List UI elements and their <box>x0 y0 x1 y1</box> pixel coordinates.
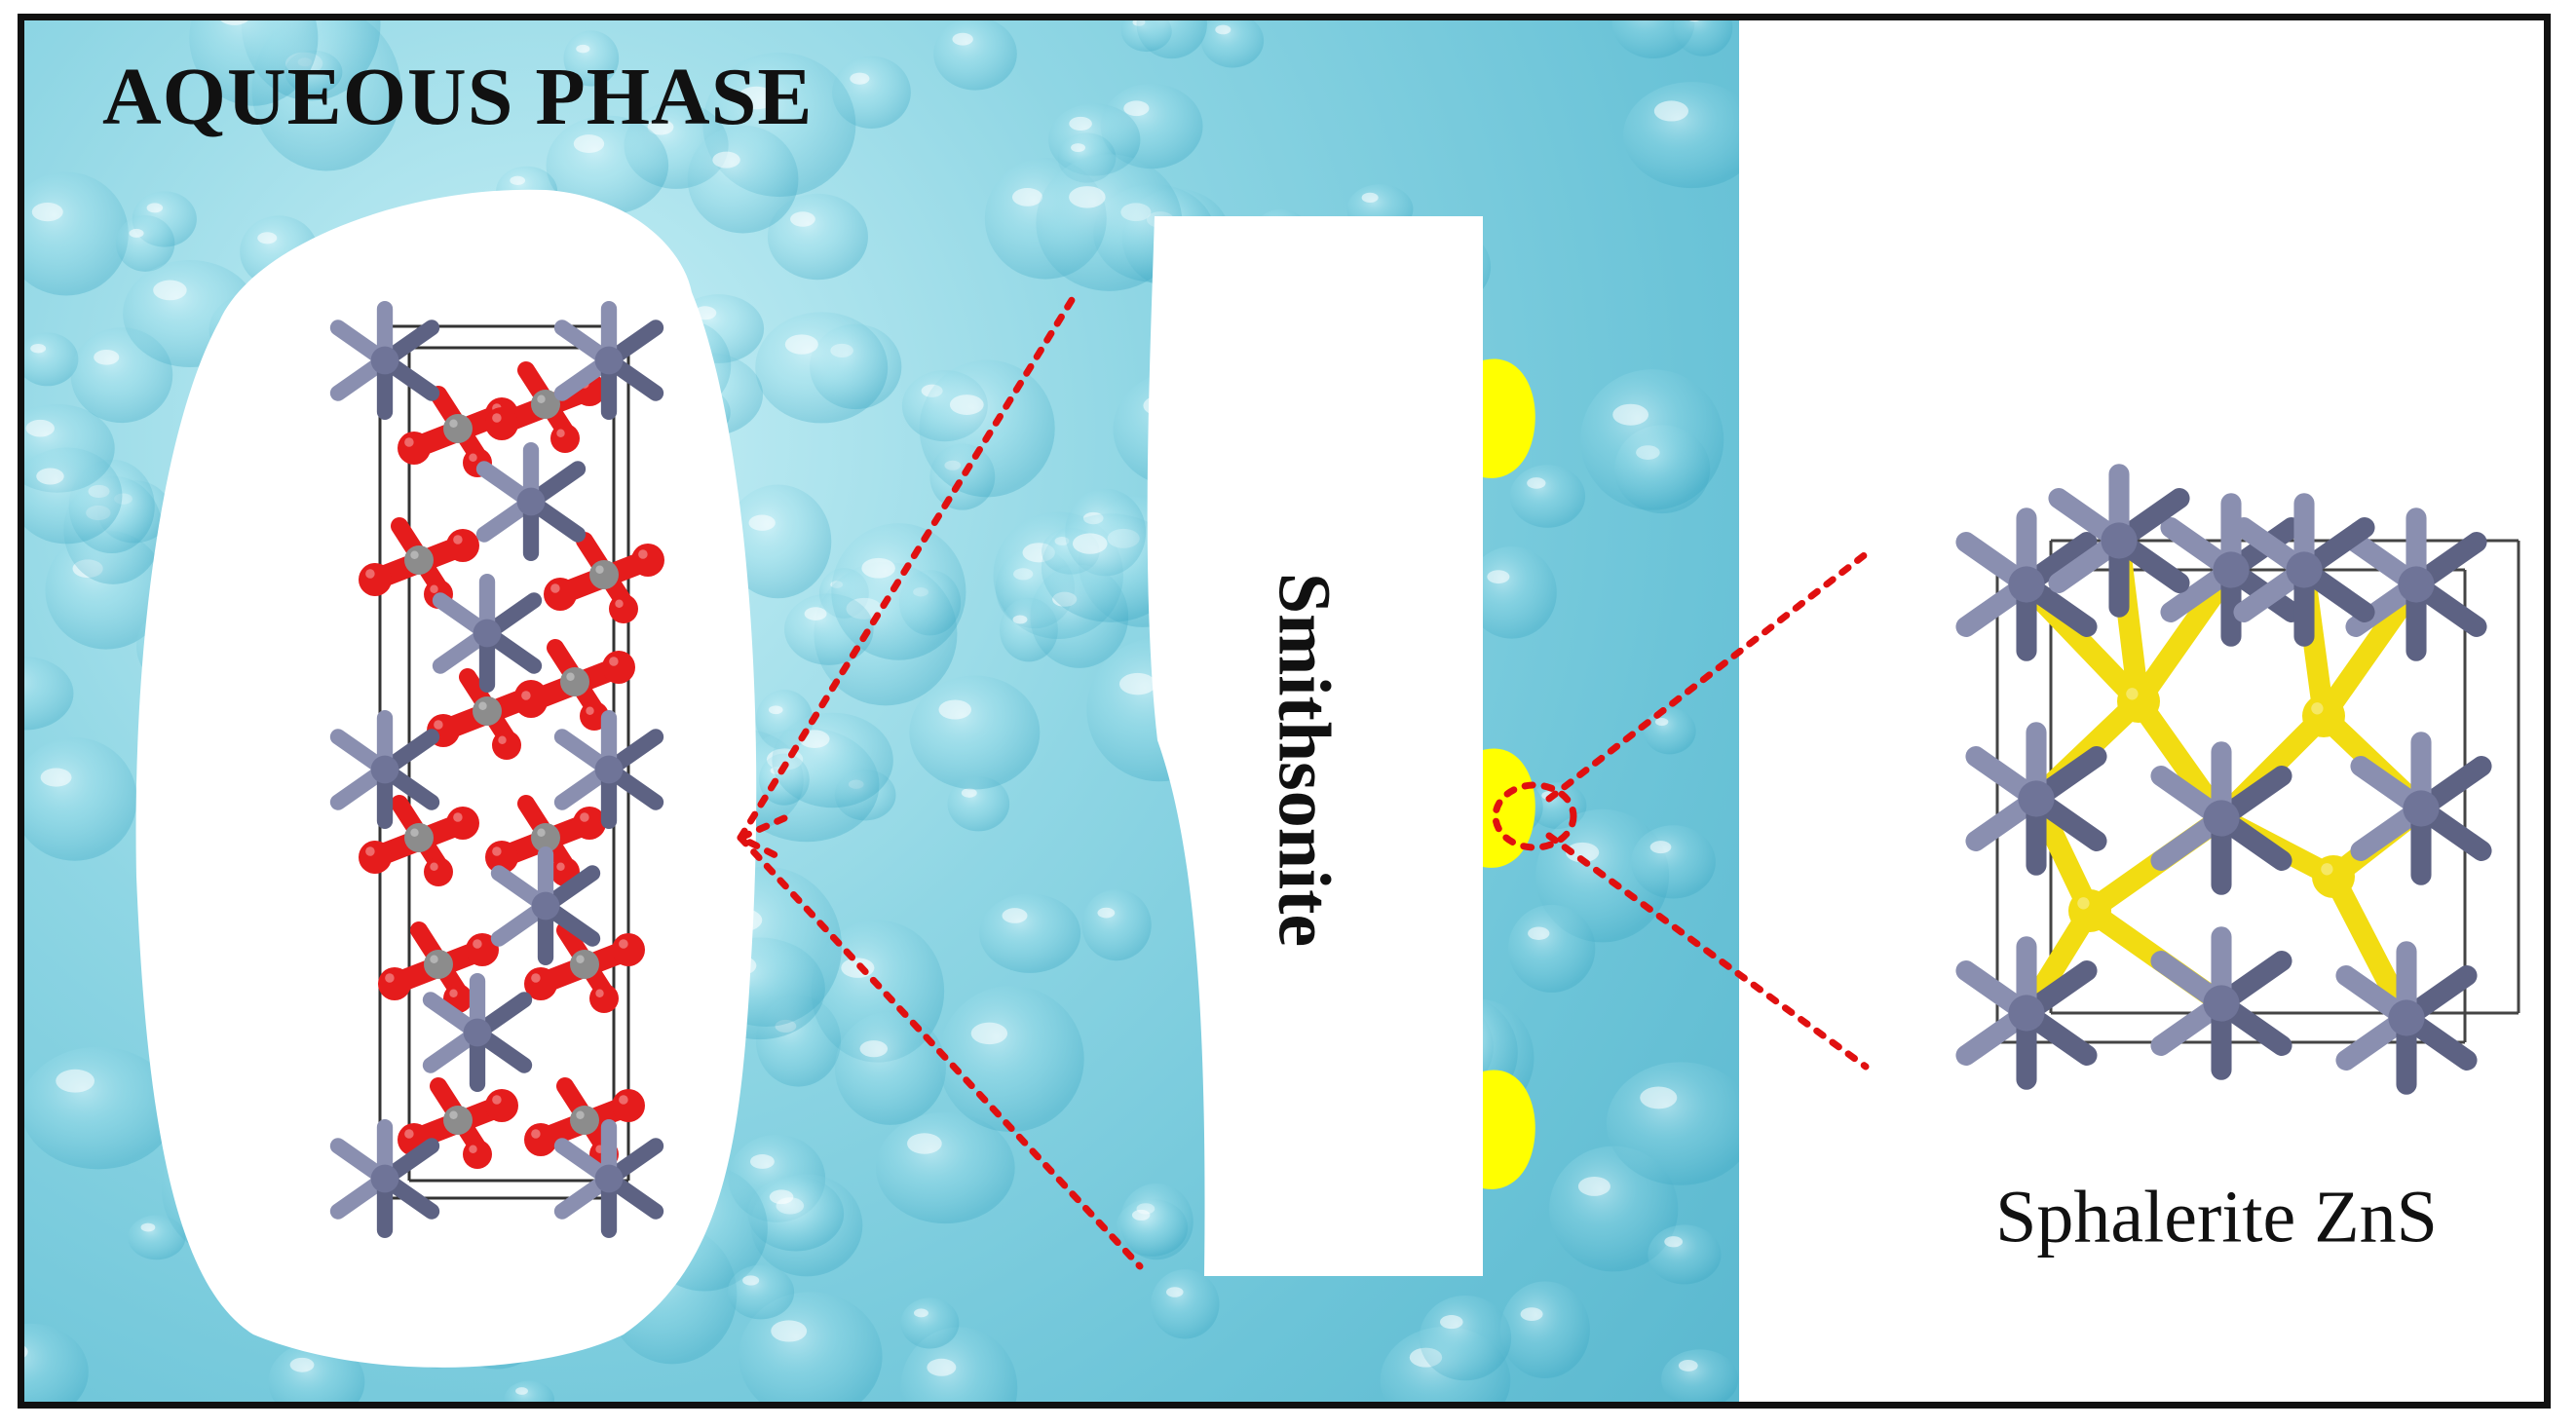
sulfide-patch-bottom <box>1483 1070 1535 1189</box>
o-atom <box>359 841 392 874</box>
o-atom <box>612 933 645 966</box>
c-atom <box>531 823 560 852</box>
zn-atom <box>2345 507 2487 661</box>
zoom-connectors <box>732 288 1875 1270</box>
aqueous-phase-title: AQUEOUS PHASE <box>102 52 814 142</box>
o-atom <box>524 1123 557 1156</box>
o-atom <box>492 731 521 760</box>
o-atom <box>424 857 453 886</box>
o-atom <box>463 1140 492 1169</box>
zn-atom <box>1965 722 2107 876</box>
sulfide-patch-middle <box>1483 748 1535 868</box>
c-atom <box>473 696 502 726</box>
c-atom <box>560 667 589 696</box>
o-atom <box>550 424 580 453</box>
sphalerite-unit-cell <box>1955 464 2520 1095</box>
o-atom <box>485 407 518 440</box>
zn-atom <box>2150 741 2292 895</box>
zn-atom <box>1955 936 2098 1090</box>
connector-left-bracket <box>732 814 788 861</box>
o-atom <box>589 984 619 1013</box>
s-atom <box>2302 695 2345 737</box>
c-atom <box>589 560 619 589</box>
zn-atom <box>553 301 664 420</box>
o-atom <box>398 432 431 465</box>
zn-atom <box>329 710 440 829</box>
zn-atom <box>2335 941 2478 1095</box>
zn-atom <box>1955 507 2098 661</box>
o-atom <box>446 529 479 562</box>
o-atom <box>359 563 392 596</box>
c-atom <box>570 950 599 979</box>
c-atom <box>404 823 434 852</box>
o-atom <box>612 1089 645 1122</box>
smithsonite-cell-blob <box>135 189 757 1368</box>
zn-atom <box>553 710 664 829</box>
s-atom <box>2117 680 2160 723</box>
o-atom <box>573 807 606 840</box>
s-atom <box>2068 889 2111 932</box>
zn-atom <box>2150 926 2292 1080</box>
sphalerite-label: Sphalerite ZnS <box>1995 1176 2438 1259</box>
sulfide-patches <box>1483 358 1535 1189</box>
c-atom <box>443 414 473 443</box>
smithsonite-label: Smithsonite <box>1263 572 1345 948</box>
o-atom <box>378 967 411 1000</box>
zn-atom <box>2233 493 2375 647</box>
zn-atom <box>2350 732 2492 885</box>
c-atom <box>570 1106 599 1135</box>
smithsonite-unit-cell <box>329 301 664 1238</box>
highlight-ellipse <box>1492 781 1577 851</box>
zn-atom <box>432 574 543 693</box>
o-atom <box>485 1089 518 1122</box>
o-atom <box>446 807 479 840</box>
connector-left-upper <box>737 288 1080 842</box>
c-atom <box>424 950 453 979</box>
zn-atom <box>329 1119 440 1238</box>
zn-atom <box>490 846 601 965</box>
o-atom <box>514 685 548 718</box>
c-atom <box>404 545 434 575</box>
zn-atom <box>553 1119 664 1238</box>
zn-atom <box>329 301 440 420</box>
c-atom <box>443 1106 473 1135</box>
connector-left-lower <box>737 834 1144 1270</box>
zn-atom <box>475 442 587 561</box>
c-atom <box>531 390 560 419</box>
o-atom <box>485 841 518 874</box>
o-atom <box>466 933 499 966</box>
zn-atom <box>422 973 533 1092</box>
connector-right-lower <box>1545 832 1870 1071</box>
smithsonite-slab <box>1147 216 1483 1276</box>
o-atom <box>602 651 635 684</box>
connector-right-upper <box>1545 546 1875 803</box>
o-atom <box>631 544 664 577</box>
o-atom <box>524 967 557 1000</box>
o-atom <box>544 578 577 611</box>
s-atom <box>2312 855 2355 898</box>
sulfide-patch-top <box>1483 358 1535 478</box>
zn-atom <box>2048 464 2190 618</box>
o-atom <box>609 594 638 623</box>
